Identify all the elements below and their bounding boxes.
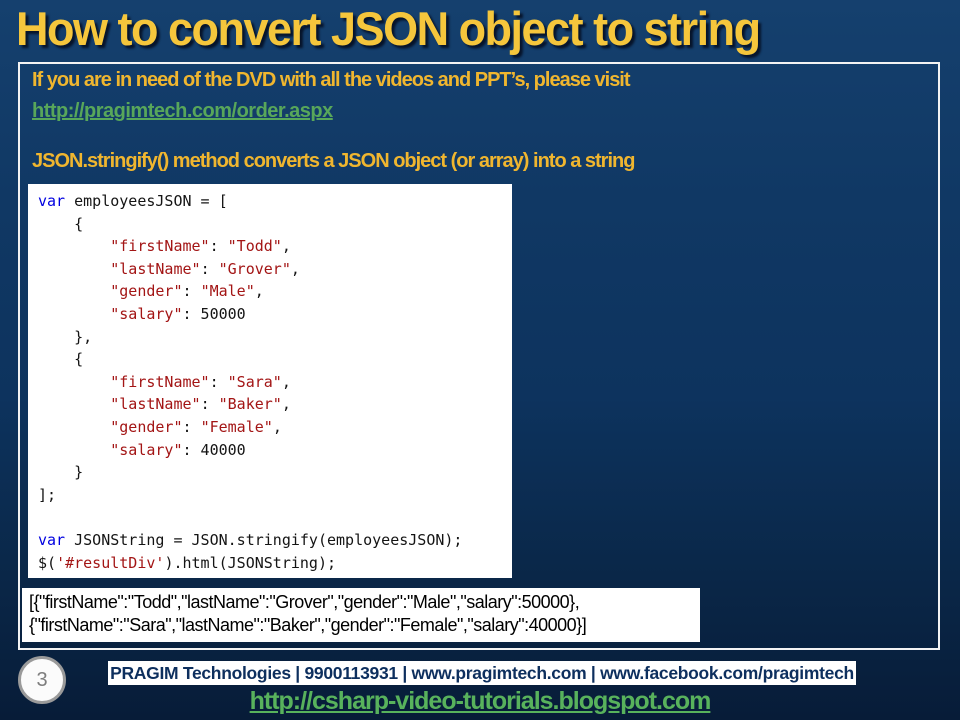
code-block: var employeesJSON = [ { "firstName": "To… bbox=[28, 184, 512, 578]
intro-line-1: If you are in need of the DVD with all t… bbox=[32, 69, 631, 91]
blog-link[interactable]: http://csharp-video-tutorials.blogspot.c… bbox=[249, 687, 712, 715]
output-box: [{"firstName":"Todd","lastName":"Grover"… bbox=[22, 588, 700, 642]
content-panel: If you are in need of the DVD with all t… bbox=[18, 62, 940, 650]
output-line-2: {"firstName":"Sara","lastName":"Baker","… bbox=[29, 615, 587, 635]
footer-info-bar: PRAGIM Technologies | 9900113931 | www.p… bbox=[108, 661, 856, 685]
intro-line-2: JSON.stringify() method converts a JSON … bbox=[32, 150, 635, 172]
page-number-badge: 3 bbox=[18, 656, 66, 704]
slide-title: How to convert JSON object to string bbox=[16, 2, 761, 56]
order-link[interactable]: http://pragimtech.com/order.aspx bbox=[32, 100, 333, 122]
page-number: 3 bbox=[36, 668, 48, 691]
output-line-1: [{"firstName":"Todd","lastName":"Grover"… bbox=[29, 592, 580, 612]
footer-info-text: PRAGIM Technologies | 9900113931 | www.p… bbox=[110, 662, 854, 683]
